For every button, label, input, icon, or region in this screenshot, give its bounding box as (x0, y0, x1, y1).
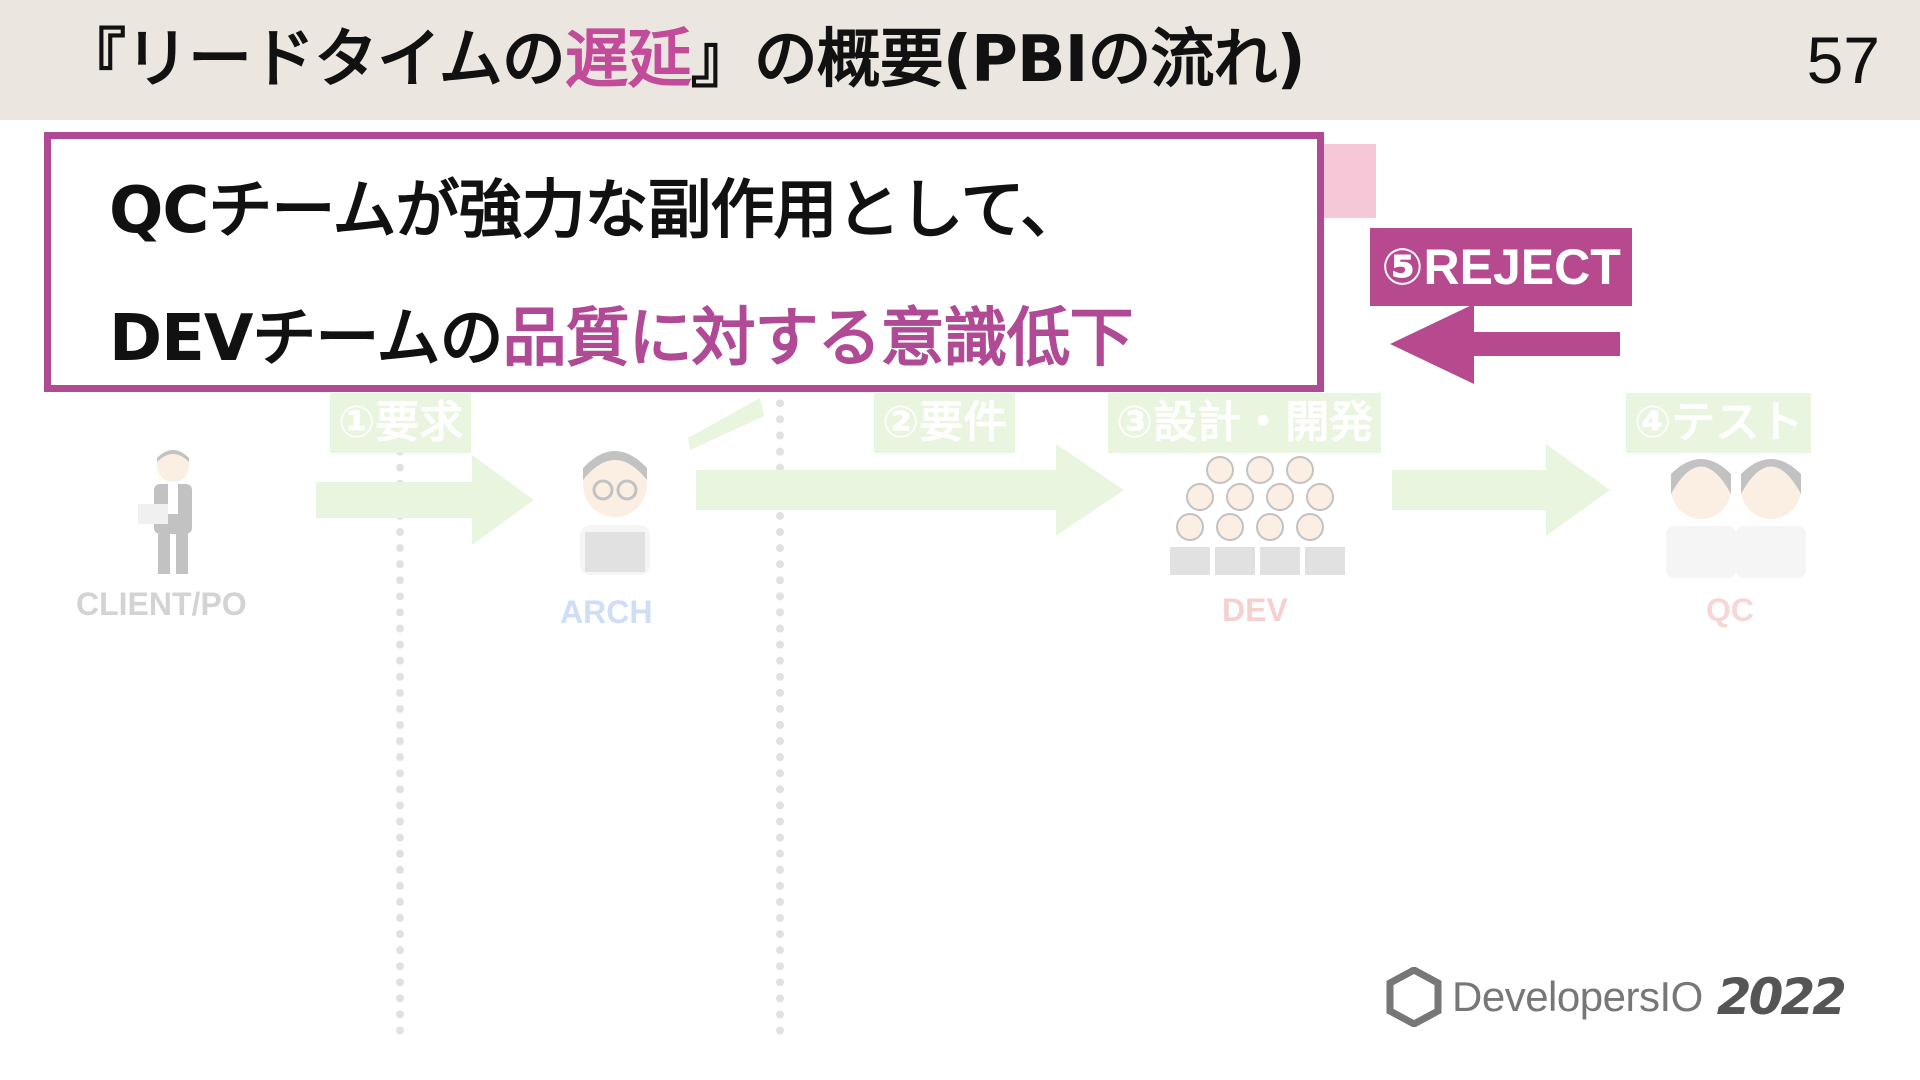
step-label-design-dev: ③設計・開発 (1108, 393, 1382, 453)
callout-line-1: QCチームが強力な副作用として、 (109, 174, 1084, 248)
callout-line-2-prefix: DEVチームの (109, 302, 503, 376)
step-label-request: ①要求 (330, 393, 472, 453)
arrow-fragment (688, 398, 764, 450)
title-suffix: 』の概要(PBIの流れ) (690, 23, 1306, 97)
slide-header: 『リードタイムの遅延』の概要(PBIの流れ) 57 (0, 0, 1920, 120)
client-person-icon (138, 450, 192, 574)
developersio-logo: DevelopersIO 2022 (1386, 962, 1847, 1032)
qc-team-icon (1666, 459, 1806, 578)
reject-arrow-icon (1390, 304, 1620, 384)
decorative-fragment (1324, 144, 1376, 218)
arrow-arch-to-dev (696, 444, 1124, 536)
callout-line-2: DEVチームの品質に対する意識低下 (109, 287, 1133, 379)
role-label-client: CLIENT/PO (76, 586, 247, 622)
callout-box: QCチームが強力な副作用として、 DEVチームの品質に対する意識低下 (44, 132, 1324, 392)
role-label-dev: DEV (1222, 592, 1288, 628)
title-accent: 遅延 (564, 23, 692, 97)
architect-person-icon (580, 451, 650, 575)
step-label-requirements: ②要件 (874, 393, 1016, 453)
title-prefix: 『リードタイムの (62, 23, 566, 97)
divider-line-1 (396, 335, 404, 1035)
dev-team-icon (1170, 456, 1345, 575)
arrow-client-to-arch (316, 455, 534, 545)
reject-label: ⑤REJECT (1370, 228, 1632, 306)
arrow-dev-to-qc (1392, 444, 1610, 536)
step-label-test: ④テスト (1626, 393, 1812, 453)
developersio-hex-icon (1386, 967, 1442, 1027)
page-number: 57 (1806, 23, 1880, 97)
logo-year: 2022 (1716, 968, 1847, 1026)
role-label-arch: ARCH (560, 594, 653, 630)
slide-title: 『リードタイムの遅延』の概要(PBIの流れ) (62, 14, 1306, 106)
callout-line-2-accent: 品質に対する意識低下 (502, 302, 1133, 376)
logo-text: DevelopersIO (1452, 973, 1703, 1020)
role-label-qc: QC (1706, 592, 1754, 628)
divider-line-2 (776, 335, 784, 1035)
